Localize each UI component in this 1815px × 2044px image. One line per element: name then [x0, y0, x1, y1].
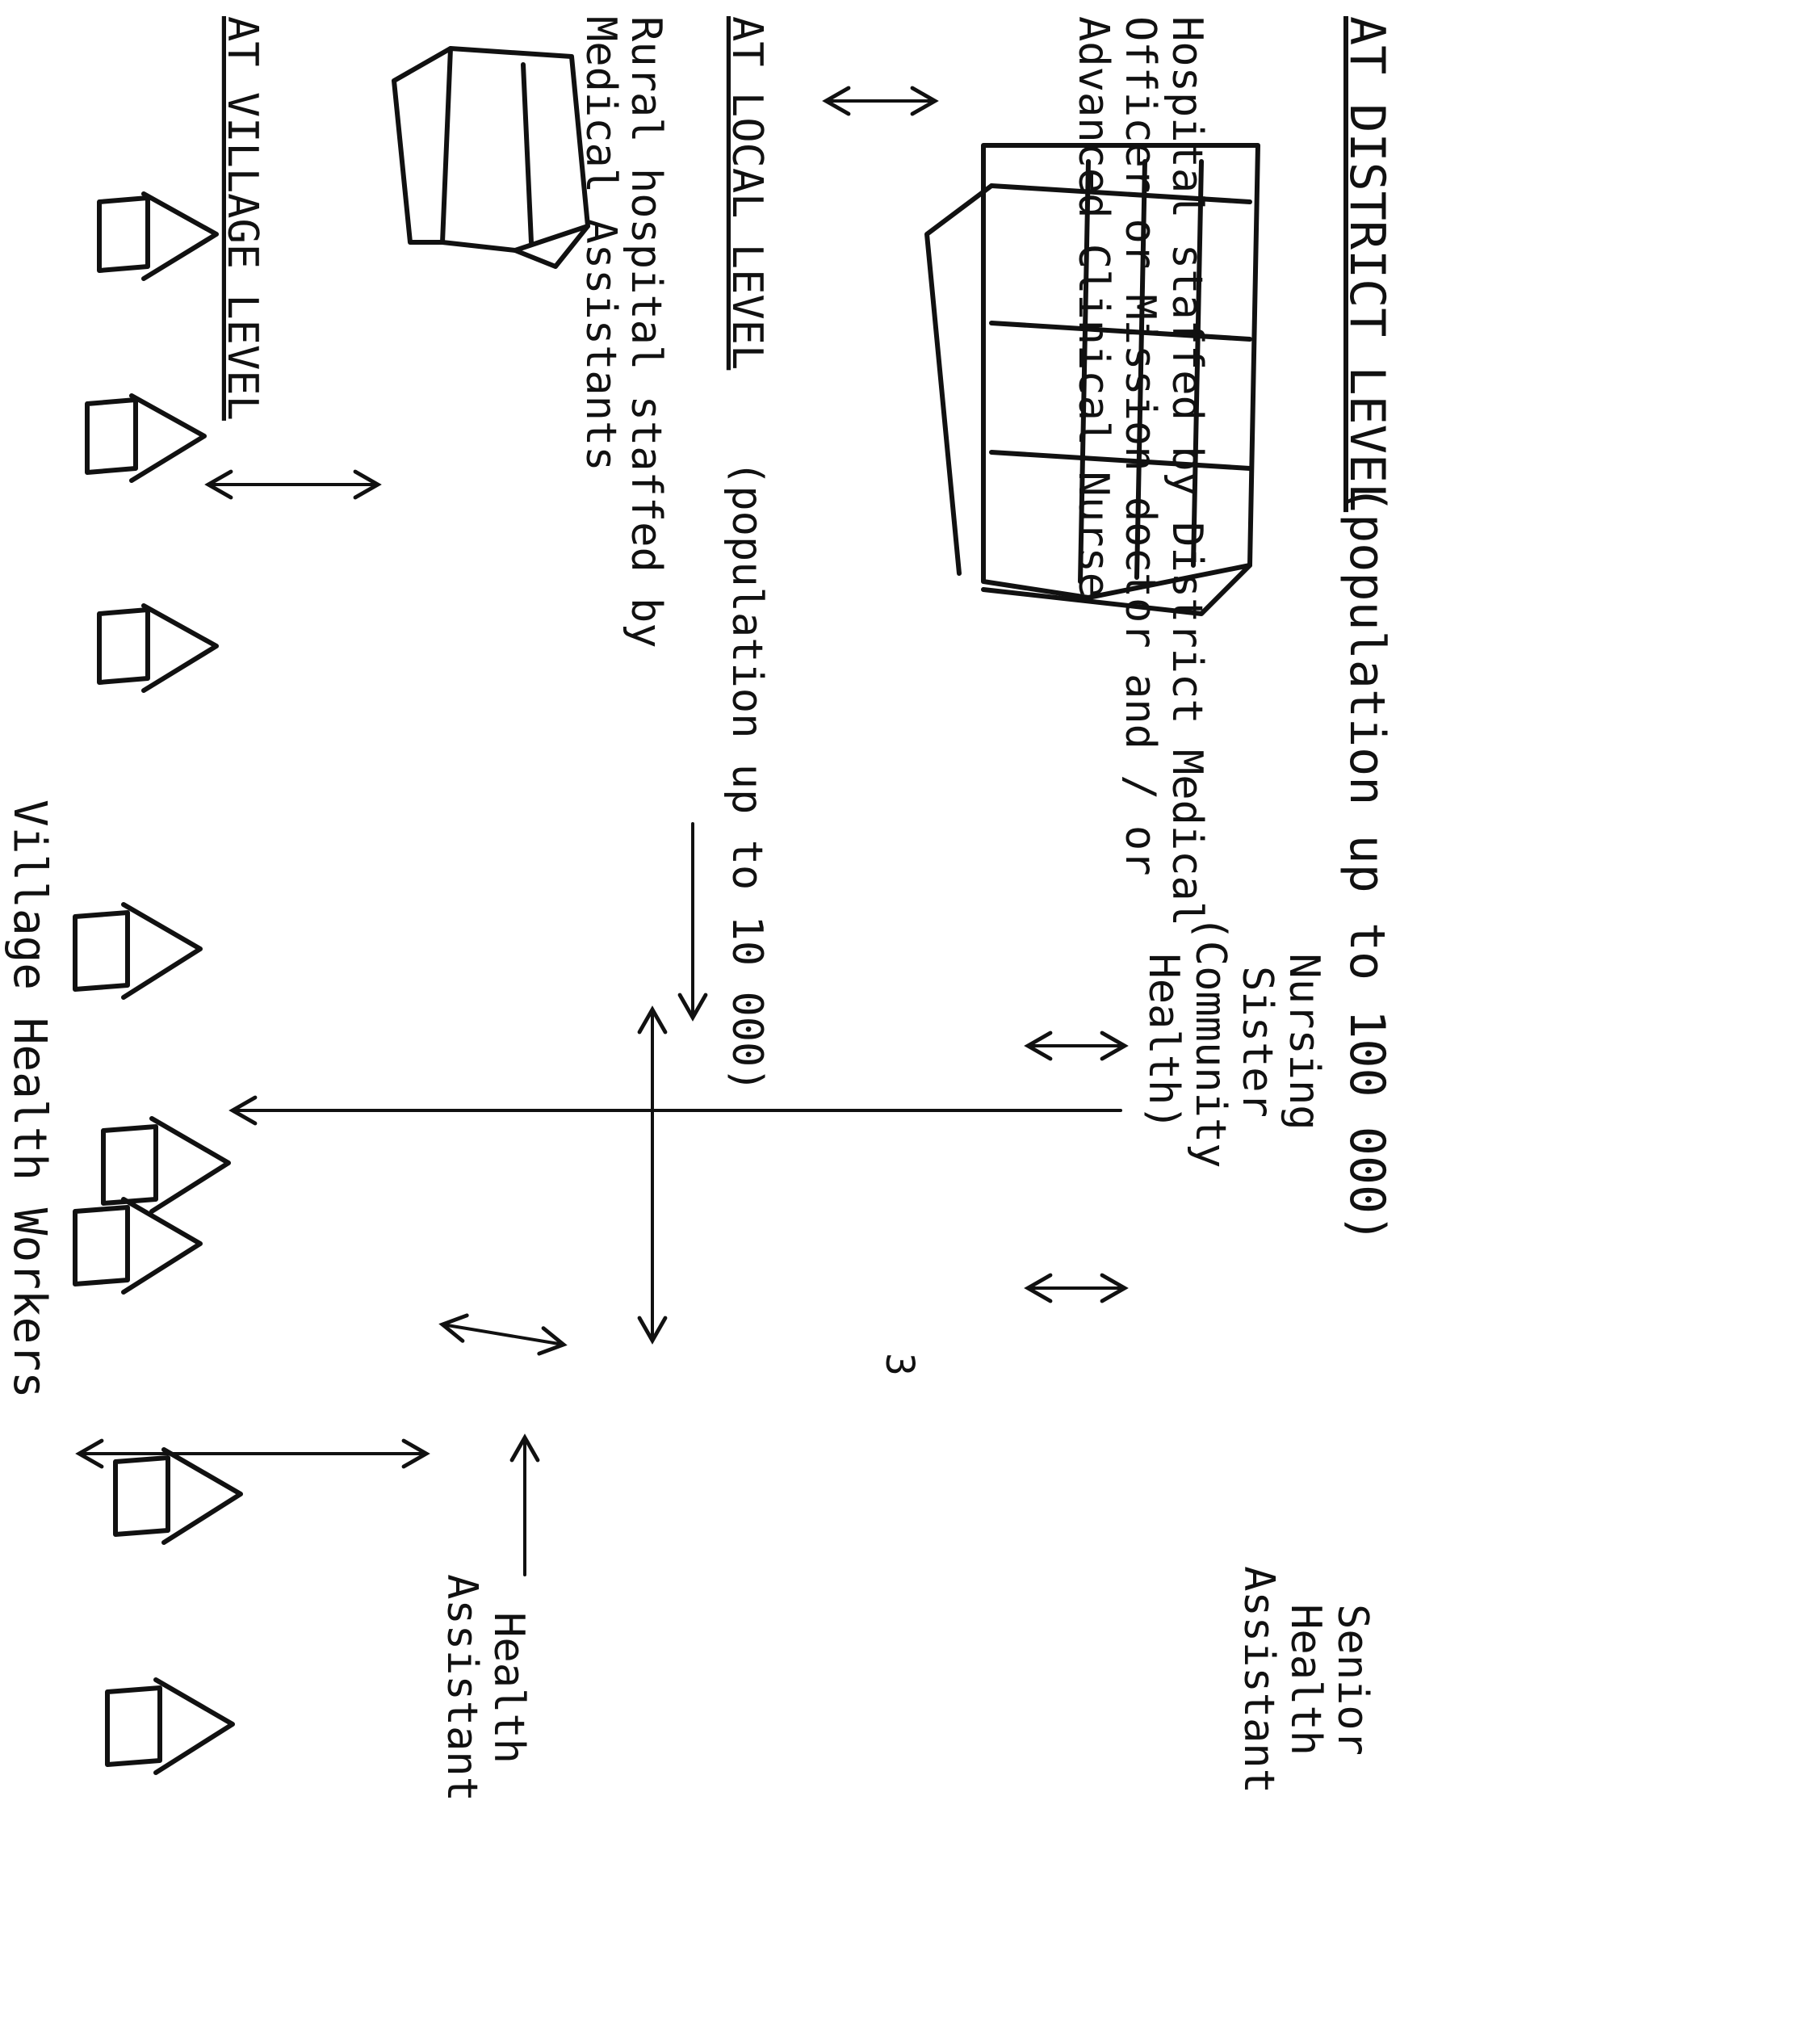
village-hut-icon — [99, 194, 216, 279]
district-staffing-line-2: Officer or Mission doctor and / or — [1116, 16, 1164, 875]
svg-text:Health): Health) — [1139, 953, 1188, 1130]
village-hut-icon — [75, 1199, 200, 1292]
village-hut-icon — [75, 904, 200, 997]
village-hut-icon — [115, 1450, 241, 1542]
svg-text:Health: Health — [484, 1612, 533, 1764]
village-health-workers-label: Village Health Workers — [3, 800, 56, 1399]
village-hut-icon — [99, 606, 216, 690]
local-population: (population up to 10 000) — [723, 460, 771, 1093]
village-hut-icon — [107, 1680, 233, 1773]
village-huts-group — [75, 194, 241, 1773]
svg-text:Sister: Sister — [1233, 966, 1281, 1118]
rural-hospital-line-2: Medical Assistants — [576, 16, 625, 472]
svg-text:Assistant: Assistant — [438, 1574, 486, 1802]
district-staffing-line-1: Hospital staffed by District Medical — [1163, 16, 1211, 926]
health-assistant-label: Health Assistant — [438, 1574, 533, 1802]
svg-text:Health: Health — [1281, 1604, 1330, 1756]
district-staffing-line-3: Advanced Clinical Nurse — [1069, 16, 1117, 598]
svg-text:Nursing: Nursing — [1280, 953, 1328, 1130]
rural-hospital-icon — [394, 48, 588, 267]
local-level-heading: AT LOCAL LEVEL — [723, 16, 771, 370]
district-level-heading: AT DISTRICT LEVEL — [1339, 16, 1395, 512]
district-population: (population up to 100 000) — [1339, 485, 1395, 1243]
svg-text:Senior: Senior — [1328, 1604, 1377, 1756]
svg-text:Assistant: Assistant — [1234, 1566, 1283, 1794]
page-mark: 3 — [877, 1353, 922, 1376]
rural-hospital-line-1: Rural hospital staffed by — [622, 16, 670, 648]
village-level-heading: AT VILLAGE LEVEL — [218, 16, 266, 421]
nursing-sister-label: Nursing Sister (Community Health) — [1139, 915, 1328, 1168]
village-hut-icon — [87, 396, 204, 481]
svg-text:(Community: (Community — [1186, 915, 1234, 1168]
senior-to-health-assistant-arrow — [442, 1324, 564, 1345]
senior-health-assistant-label: Senior Health Assistant — [1234, 1566, 1377, 1794]
